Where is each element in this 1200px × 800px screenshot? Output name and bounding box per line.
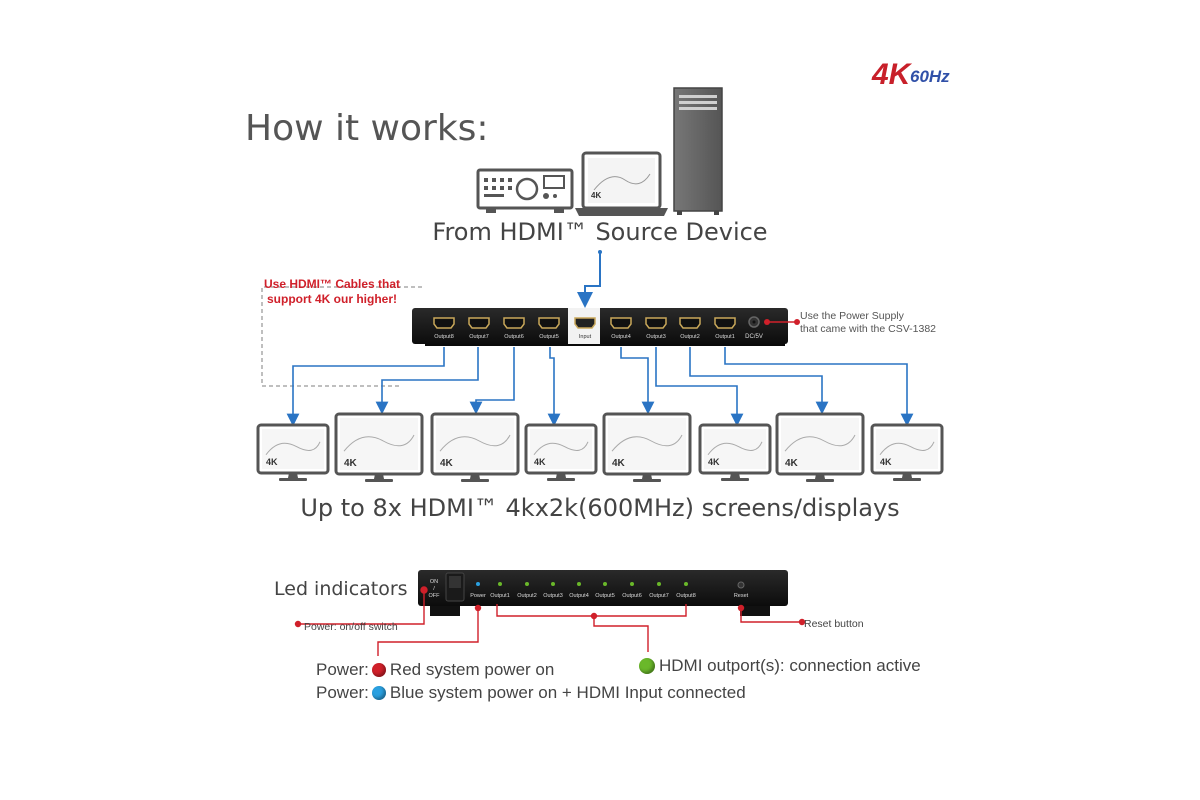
logo-4k: 4K — [871, 58, 913, 91]
legend-green-text: HDMI outport(s): connection active — [659, 656, 921, 675]
hdmi-port-output2 — [679, 317, 701, 329]
hdmi-port-output7 — [468, 317, 490, 329]
output-led — [684, 582, 688, 586]
source-input-arrow — [577, 252, 601, 308]
laptop-icon: 4K — [575, 151, 668, 216]
display-screen-icon: 4K — [775, 412, 865, 482]
hdmi-splitter-back: Output8 Output7 Output6 Output5 Input Output4… — [412, 308, 788, 346]
output-arrows — [286, 347, 914, 427]
output-led — [657, 582, 661, 586]
screen-4k-badge: 4K — [534, 457, 546, 467]
display-screen-icon: 4K — [698, 423, 772, 481]
power-supply-note: Use the Power Supply that came with the … — [800, 310, 936, 336]
svg-text:4K: 4K — [591, 191, 601, 200]
output-led — [525, 582, 529, 586]
display-screen-icon: 4K — [524, 423, 598, 481]
port-label: Output8 — [434, 334, 454, 340]
av-receiver-icon — [476, 168, 574, 213]
power-supply-note-line1: Use the Power Supply — [800, 310, 904, 322]
port-label: Output3 — [646, 334, 666, 340]
reset-button-note: Reset button — [804, 618, 864, 630]
port-label: Output5 — [539, 334, 559, 340]
port-label: Input — [579, 334, 592, 340]
switch-off-label: OFF — [429, 593, 441, 599]
output-led — [551, 582, 555, 586]
power-led — [476, 582, 480, 586]
hdmi-port-output1 — [714, 317, 736, 329]
display-screen-icon: 4K — [602, 412, 692, 482]
red-led-icon — [371, 663, 386, 677]
output-led-label: Output2 — [517, 593, 537, 599]
screen-4k-badge: 4K — [440, 458, 454, 469]
pc-tower-icon — [673, 87, 723, 215]
screen-4k-badge: 4K — [612, 458, 626, 469]
display-screen-icon: 4K — [870, 423, 944, 481]
hdmi-port-input — [574, 317, 596, 329]
hdmi-port-output8 — [433, 317, 455, 329]
onoff-switch-note: Power: on/off switch — [304, 621, 398, 633]
legend-red-prefix: Power: — [316, 660, 369, 679]
led-indicators-title: Led indicators — [274, 578, 408, 600]
output-led-label: Output7 — [649, 593, 669, 599]
power-led-label: Power — [470, 593, 486, 599]
screen-4k-badge: 4K — [880, 457, 892, 467]
dc-label: DC/5V — [745, 334, 763, 340]
display-screen-icon: 4K — [430, 412, 520, 482]
hdmi-port-output5 — [538, 317, 560, 329]
source-device-label: From HDMI™ Source Device — [432, 218, 768, 246]
cable-note-connector — [261, 286, 422, 387]
display-screen-icon: 4K — [334, 412, 424, 482]
port-label: Output2 — [680, 334, 700, 340]
cable-note: Use HDMI™ Cables that support 4K our hig… — [263, 277, 401, 306]
port-label: Output4 — [611, 334, 631, 340]
hdmi-port-output6 — [503, 317, 525, 329]
reset-label: Reset — [734, 593, 749, 599]
output-led — [577, 582, 581, 586]
output-led — [603, 582, 607, 586]
legend-green-output: HDMI outport(s): connection active — [636, 656, 921, 676]
output-led-label: Output8 — [676, 593, 696, 599]
legend-blue-text: Blue system power on + HDMI Input connec… — [389, 683, 746, 702]
page-title: How it works: — [245, 108, 489, 149]
screen-4k-badge: 4K — [785, 458, 799, 469]
output-led — [630, 582, 634, 586]
blue-led-icon — [371, 686, 386, 700]
led-leaders — [294, 586, 806, 656]
port-label: Output6 — [504, 334, 524, 340]
power-supply-note-line2: that came with the CSV-1382 — [800, 323, 936, 335]
hdmi-splitter-front: ON / OFF Power Output1 Output2 Output3 Outp… — [418, 570, 788, 616]
legend-red-power: Power: Red system power on — [316, 660, 554, 680]
4k-60hz-logo: 4K 60Hz — [871, 58, 950, 91]
output-led-label: Output4 — [569, 593, 589, 599]
screen-4k-badge: 4K — [344, 458, 358, 469]
output-led-label: Output1 — [490, 593, 510, 599]
logo-60hz: 60Hz — [910, 67, 950, 86]
screen-4k-badge: 4K — [708, 457, 720, 467]
port-label: Output1 — [715, 334, 735, 340]
legend-blue-power: Power: Blue system power on + HDMI Input… — [316, 683, 746, 703]
switch-on-label: ON — [430, 579, 438, 585]
screens-label: Up to 8x HDMI™ 4kx2k(600MHz) screens/dis… — [300, 494, 900, 522]
output-led — [498, 582, 502, 586]
output-led-label: Output3 — [543, 593, 563, 599]
output-led-label: Output6 — [622, 593, 642, 599]
display-screen-icon: 4K — [256, 423, 330, 481]
legend-red-text: Red system power on — [389, 660, 555, 679]
green-led-icon — [639, 658, 655, 674]
legend-blue-prefix: Power: — [316, 683, 369, 702]
port-label: Output7 — [469, 334, 489, 340]
hdmi-port-output3 — [645, 317, 667, 329]
display-screens: 4K 4K 4K 4K 4K 4K 4K 4K — [256, 412, 944, 482]
screen-4k-badge: 4K — [266, 457, 278, 467]
switch-slash-label: / — [433, 586, 435, 592]
hdmi-port-output4 — [610, 317, 632, 329]
output-led-label: Output5 — [595, 593, 615, 599]
